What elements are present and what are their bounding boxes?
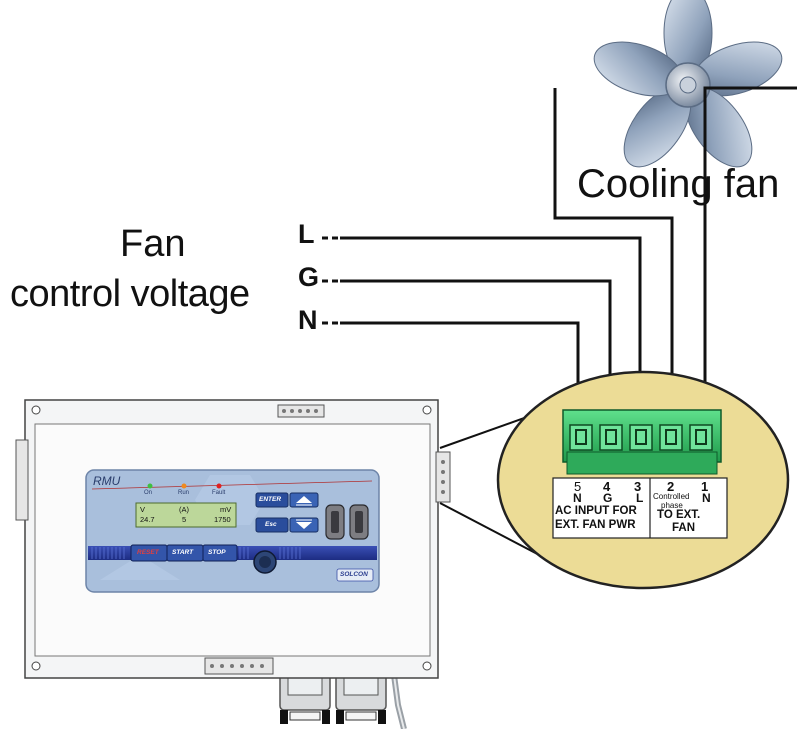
line-G-label: G bbox=[298, 262, 320, 292]
terminal-letter-L: L bbox=[636, 491, 644, 505]
line-N-label: N bbox=[298, 305, 318, 335]
led-fault bbox=[216, 483, 222, 489]
solcon-logo: SOLCON bbox=[340, 571, 368, 578]
stop-button-label: STOP bbox=[208, 549, 226, 556]
fan-label-line1: Fan bbox=[120, 223, 186, 265]
terminal-number-5: 5 bbox=[574, 479, 582, 494]
lcd-header-v: V bbox=[140, 505, 146, 514]
terminal-number-1: 1 bbox=[701, 479, 709, 494]
controlled-phase-2: phase bbox=[661, 501, 683, 510]
lcd-value-v: 24.7 bbox=[140, 515, 155, 524]
wire-fan-2 bbox=[553, 88, 674, 425]
led-label-run: Run bbox=[178, 490, 190, 496]
terminal-letter-N-right: N bbox=[702, 491, 711, 505]
terminal-number-4: 4 bbox=[603, 479, 611, 494]
ac-input-caption-1: AC INPUT FOR bbox=[555, 505, 637, 517]
lcd-header-a: (A) bbox=[179, 505, 189, 514]
terminal-letter-G: G bbox=[603, 491, 613, 505]
led-on bbox=[147, 483, 153, 489]
terminal-number-2: 2 bbox=[667, 479, 675, 494]
terminal-block bbox=[562, 409, 722, 475]
lcd-header-mv: mV bbox=[220, 505, 232, 514]
terminal-zoom-callout bbox=[439, 370, 790, 590]
led-label-fault: Fault bbox=[212, 490, 226, 496]
cooling-fan-icon bbox=[593, 0, 783, 168]
rmu-brand: RMU bbox=[93, 474, 121, 488]
line-L-label: L bbox=[298, 219, 315, 249]
cooling-fan-label: Cooling fan bbox=[577, 162, 780, 206]
enter-button bbox=[255, 492, 289, 508]
rmu-controller bbox=[15, 399, 451, 729]
controlled-phase-1: Controlled bbox=[653, 492, 690, 501]
to-ext-fan-caption-2: FAN bbox=[672, 522, 695, 534]
lcd-value-a: 5 bbox=[182, 515, 187, 524]
esc-button-label: Esc bbox=[265, 521, 277, 528]
led-label-on: On bbox=[144, 490, 153, 496]
stop-button bbox=[202, 544, 238, 562]
esc-button bbox=[255, 517, 289, 533]
led-run bbox=[181, 483, 187, 489]
start-button-label: START bbox=[172, 549, 194, 556]
fan-label-line2: control voltage bbox=[10, 273, 250, 315]
enter-button-label: ENTER bbox=[259, 496, 282, 503]
wire-fan-1 bbox=[703, 86, 797, 425]
terminal-number-3: 3 bbox=[634, 479, 642, 494]
terminal-letter-N: N bbox=[573, 491, 582, 505]
lcd-value-mv: 1750 bbox=[214, 515, 231, 524]
ac-input-caption-2: EXT. FAN PWR bbox=[555, 519, 636, 531]
db9-ports bbox=[325, 504, 369, 540]
wire-L bbox=[340, 236, 642, 425]
reset-button-label: RESET bbox=[137, 549, 159, 556]
lcd-display bbox=[135, 502, 237, 528]
to-ext-fan-caption-1: TO EXT. bbox=[657, 509, 701, 521]
